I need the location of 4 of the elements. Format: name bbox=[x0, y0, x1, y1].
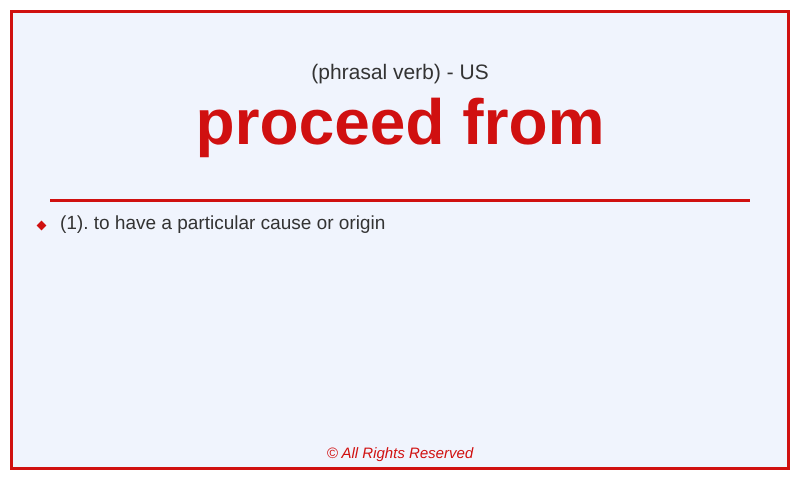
part-of-speech: (phrasal verb) - US bbox=[310, 61, 490, 85]
headword: proceed from bbox=[194, 85, 606, 159]
copyright-notice: © All Rights Reserved bbox=[326, 445, 474, 462]
definition: (1). to have a particular cause or origin bbox=[60, 213, 386, 235]
